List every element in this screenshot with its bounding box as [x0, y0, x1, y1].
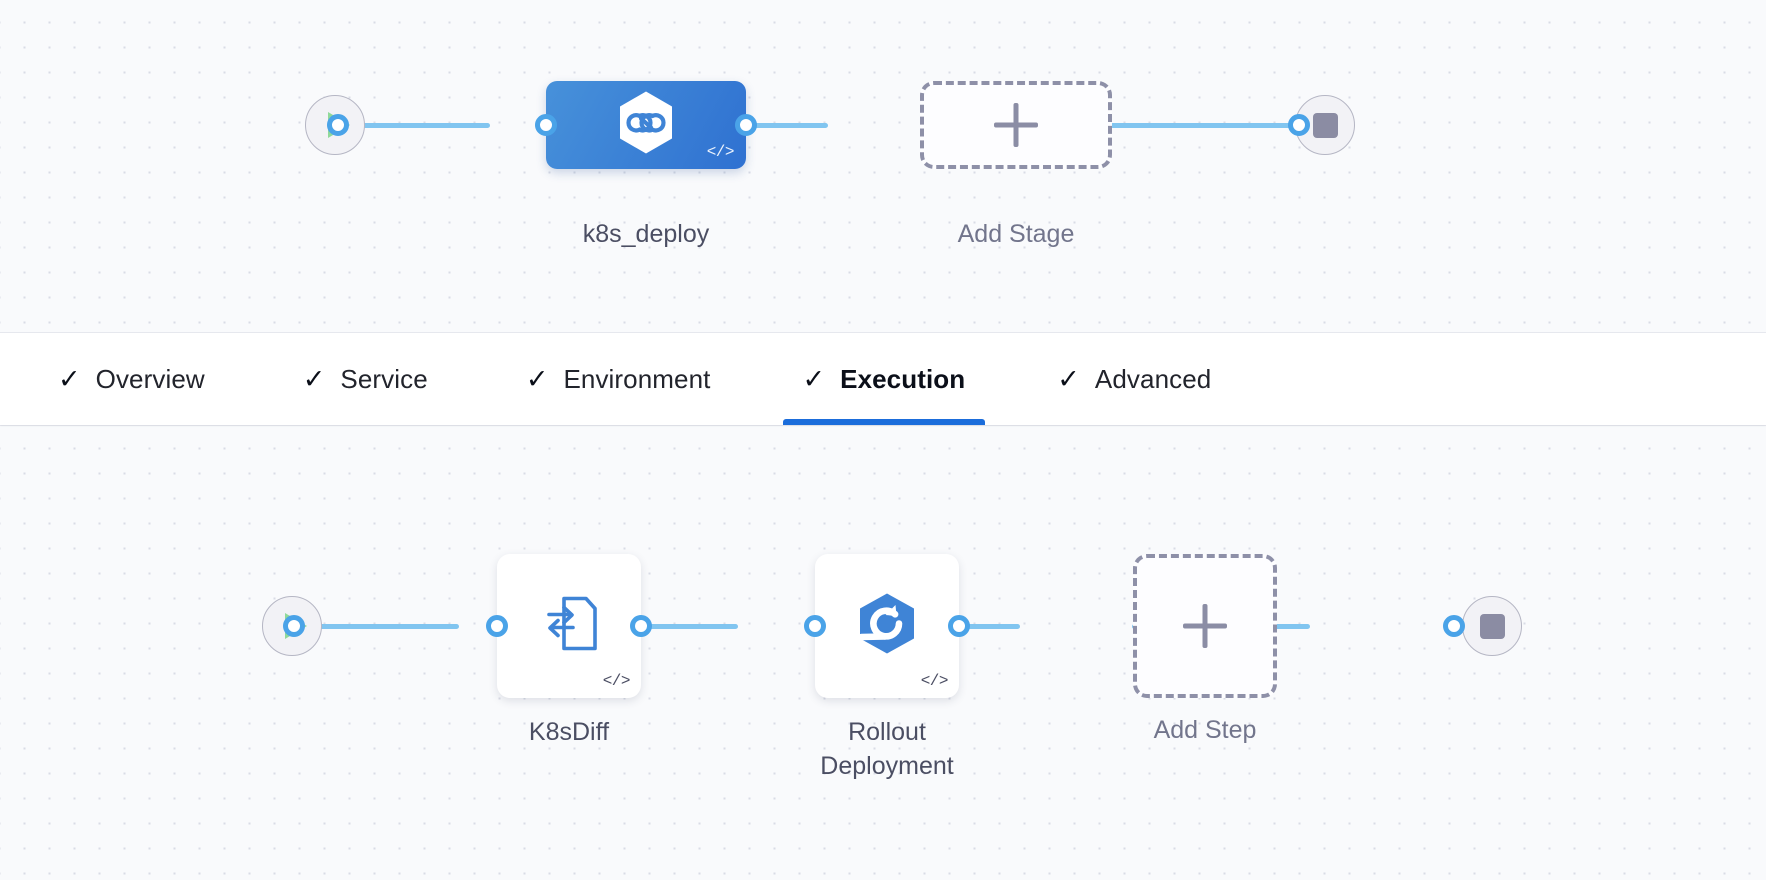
tab-overview[interactable]: ✓ Overview	[30, 333, 233, 425]
check-icon: ✓	[302, 363, 326, 394]
rollout-output-port[interactable]	[948, 615, 970, 637]
edge-start-to-k8sdiff	[294, 624, 459, 629]
check-icon: ✓	[1057, 363, 1080, 394]
stage-graph-canvas[interactable]: </> k8s_deploy Add Stage	[0, 0, 1766, 333]
tab-overview-label: Overview	[95, 363, 205, 394]
add-step-label: Add Step	[1153, 716, 1257, 744]
tab-execution-label: Execution	[840, 363, 966, 394]
stage-start-port[interactable]	[327, 114, 349, 136]
tab-execution[interactable]: ✓ Execution	[775, 333, 994, 425]
plus-icon	[994, 103, 1038, 147]
rollout-deployment-hexagon-icon	[855, 592, 919, 661]
stage-node-label: k8s_deploy	[582, 220, 710, 248]
execution-end-node[interactable]	[1462, 596, 1522, 656]
stage-node-output-port[interactable]	[735, 114, 757, 136]
stop-icon	[1479, 613, 1505, 639]
stage-config-tabs[interactable]: ✓ Overview ✓ Service ✓ Environment ✓ Exe…	[0, 333, 1766, 425]
stage-end-node[interactable]	[1295, 95, 1355, 155]
check-icon: ✓	[58, 363, 81, 394]
step-node-k8s-diff[interactable]: </>	[497, 554, 641, 698]
tab-advanced-label: Advanced	[1094, 363, 1212, 394]
plus-icon	[1183, 604, 1227, 648]
execution-graph-canvas[interactable]: </> K8sDiff </> Rollout Deployment	[0, 425, 1766, 880]
edge-add-stage-to-end	[1110, 123, 1300, 128]
tab-advanced[interactable]: ✓ Advanced	[1029, 333, 1239, 425]
check-icon: ✓	[525, 363, 549, 394]
edge-start-to-stage	[338, 123, 490, 128]
add-stage-label: Add Stage	[957, 220, 1075, 248]
edge-k8sdiff-to-rollout	[580, 624, 738, 629]
tab-service[interactable]: ✓ Service	[275, 333, 456, 425]
stage-end-port[interactable]	[1288, 114, 1310, 136]
tab-environment-label: Environment	[563, 363, 711, 394]
code-badge-icon: </>	[706, 143, 735, 161]
execution-start-port[interactable]	[283, 615, 305, 637]
code-badge-icon: </>	[602, 672, 631, 690]
rollout-input-port[interactable]	[804, 615, 826, 637]
stop-icon	[1312, 112, 1338, 138]
check-icon: ✓	[802, 363, 826, 394]
stage-node-input-port[interactable]	[535, 114, 557, 136]
add-stage-node[interactable]	[920, 81, 1112, 169]
step-node-rollout-deployment[interactable]: </>	[815, 554, 959, 698]
step-node-rollout-label: Rollout Deployment	[820, 718, 954, 780]
k8s-diff-document-icon	[545, 595, 599, 658]
step-node-k8s-diff-label: K8sDiff	[528, 718, 610, 746]
tab-service-label: Service	[340, 363, 428, 394]
execution-end-port[interactable]	[1443, 615, 1465, 637]
harness-cd-hexagon-icon	[617, 91, 675, 160]
tab-environment[interactable]: ✓ Environment	[498, 333, 739, 425]
k8s-diff-output-port[interactable]	[630, 615, 652, 637]
code-badge-icon: </>	[920, 672, 949, 690]
stage-node-k8s-deploy[interactable]: </>	[546, 81, 746, 169]
k8s-diff-input-port[interactable]	[486, 615, 508, 637]
add-step-node[interactable]	[1133, 554, 1277, 698]
